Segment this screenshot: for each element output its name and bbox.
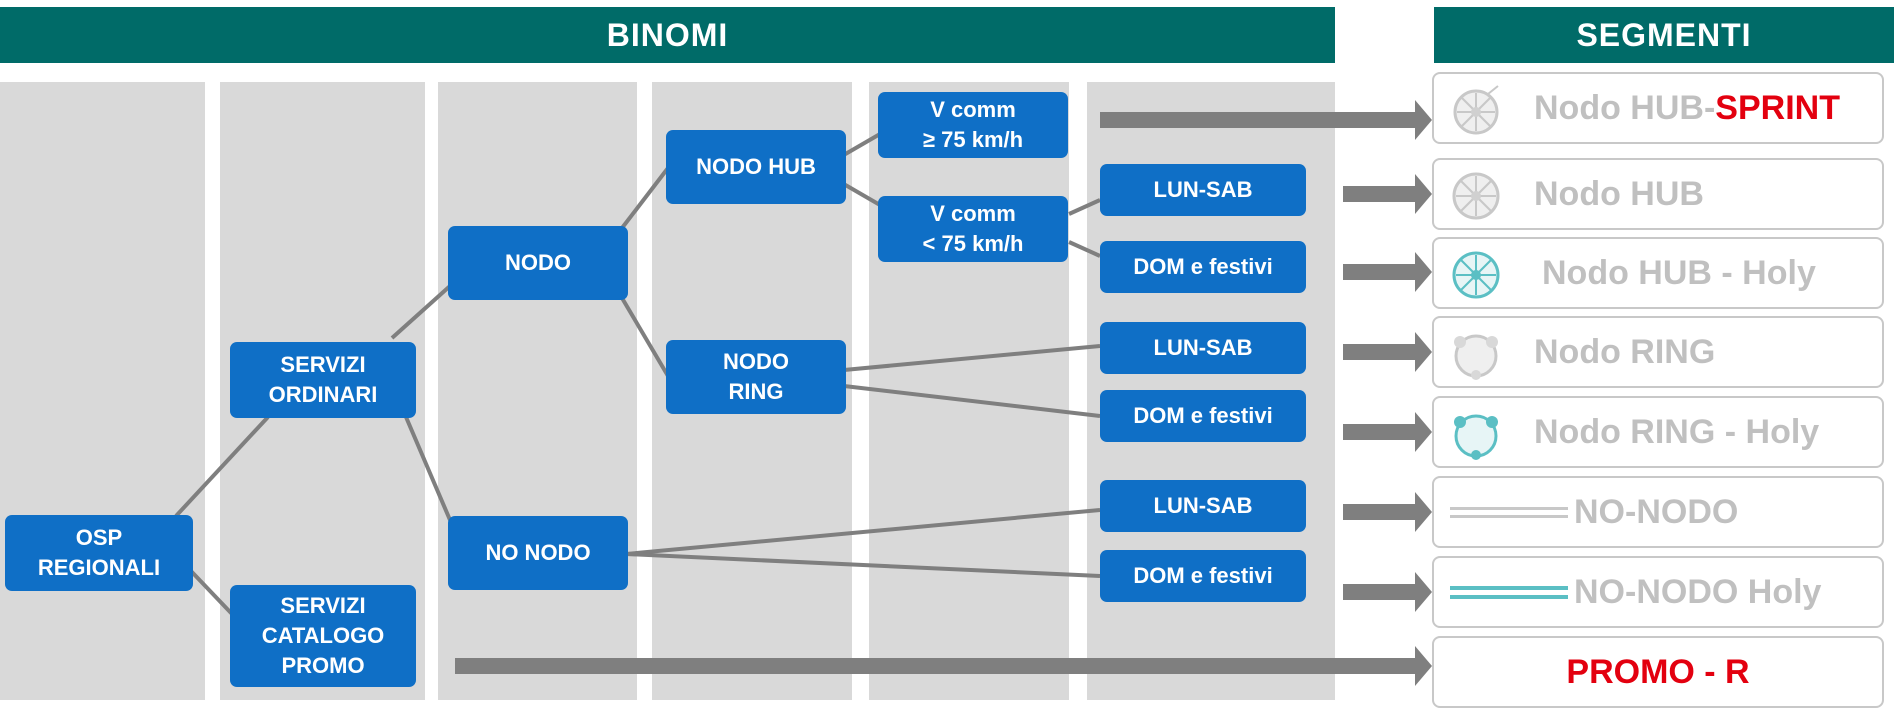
node-nonodo-lun-sab: LUN-SAB [1100,480,1306,532]
hub-icon [1452,172,1500,220]
segment-label: Nodo HUB- [1534,88,1716,127]
hub-holy-icon [1452,251,1500,299]
edge-hub-vlt [840,181,882,207]
edge-osp-ordinari [174,415,270,518]
segment-no-nodo-holy: NO-NODO Holy [1432,556,1884,628]
segment-label: Nodo HUB [1534,174,1704,213]
segmenti-header: SEGMENTI [1434,7,1894,63]
ring-icon [1454,334,1498,380]
segment-label-accent: SPRINT [1715,88,1840,127]
segment-nodo-hub-holy: Nodo HUB - Holy [1432,237,1884,309]
node-hub-dom-festivi: DOM e festivi [1100,241,1306,293]
arrow-hub-holy [1343,252,1432,292]
node-servizi-catalogo-promo: SERVIZI CATALOGO PROMO [230,585,416,687]
segment-label: NO-NODO Holy [1574,572,1822,611]
arrow-ring-holy [1343,412,1432,452]
edge-ordinari-nodo [390,284,452,340]
edge-nodo-hub [620,166,670,230]
arrow-hub [1343,174,1432,214]
edge-nodo-ring [620,296,670,378]
arrow-nonodo [1343,492,1432,532]
edge-vlt-lunsab [1068,198,1101,216]
segment-no-nodo: NO-NODO [1432,476,1884,548]
edge-nonodo-dom [625,552,1101,578]
node-nodo: NODO [448,226,628,300]
node-nonodo-dom-festivi: DOM e festivi [1100,550,1306,602]
node-vcomm-lt-75: V comm < 75 km/h [878,196,1068,262]
node-servizi-ordinari: SERVIZI ORDINARI [230,342,416,418]
edge-ordinari-nonodo [404,416,452,521]
segment-nodo-hub: Nodo HUB [1432,158,1884,230]
edge-osp-catalogo [188,568,234,616]
edge-nonodo-lunsab [625,508,1101,556]
column-1 [0,82,205,700]
edge-hub-vge [840,132,882,158]
edge-ring-lunsab [843,344,1101,372]
segment-nodo-hub-sprint: Nodo HUB-SPRINT [1432,72,1884,144]
segment-promo-r: PROMO - R [1432,636,1884,708]
edge-ring-dom [843,384,1101,418]
node-ring-lun-sab: LUN-SAB [1100,322,1306,374]
node-vcomm-ge-75: V comm ≥ 75 km/h [878,92,1068,158]
node-osp-regionali: OSP REGIONALI [5,515,193,591]
segment-nodo-ring-holy: Nodo RING - Holy [1432,396,1884,468]
hub-sprint-icon [1453,85,1499,135]
no-nodo-holy-line-icon [1450,586,1568,599]
node-no-nodo: NO NODO [448,516,628,590]
arrow-sprint [1100,100,1432,140]
segment-label: PROMO - R [1566,652,1750,691]
segment-label: NO-NODO [1574,492,1739,531]
segment-label: Nodo RING - Holy [1534,412,1820,451]
edge-vlt-dom [1068,240,1101,258]
no-nodo-line-icon [1450,507,1568,518]
column-3 [438,82,637,700]
arrow-ring [1343,332,1432,372]
node-ring-dom-festivi: DOM e festivi [1100,390,1306,442]
segment-label: Nodo HUB - Holy [1542,253,1816,292]
node-nodo-hub: NODO HUB [666,130,846,204]
node-nodo-ring: NODO RING [666,340,846,414]
node-hub-lun-sab: LUN-SAB [1100,164,1306,216]
arrow-promo [455,646,1432,686]
binomi-header: BINOMI [0,7,1335,63]
segment-label: Nodo RING [1534,332,1716,371]
segment-nodo-ring: Nodo RING [1432,316,1884,388]
ring-holy-icon [1454,414,1498,460]
arrow-nonodo-holy [1343,572,1432,612]
